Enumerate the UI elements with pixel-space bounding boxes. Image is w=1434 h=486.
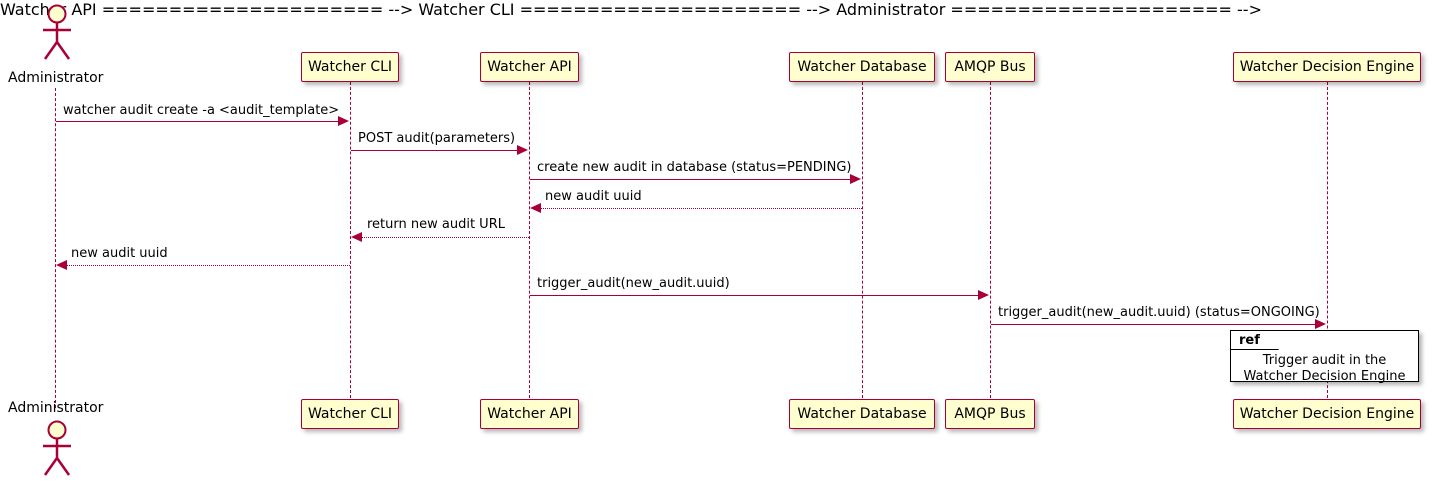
participant-label: Watcher CLI xyxy=(307,59,393,75)
message-label-m5: return new audit URL xyxy=(367,217,505,232)
participant-label: Watcher Database xyxy=(797,406,927,422)
message-label-m4: new audit uuid xyxy=(545,189,642,204)
lifeline-amqp-bus xyxy=(990,82,991,398)
participant-watcher-api-bottom[interactable]: Watcher API xyxy=(480,399,579,429)
message-label-m7: trigger_audit(new_audit.uuid) xyxy=(537,276,730,291)
participant-amqp-bus-bottom[interactable]: AMQP Bus xyxy=(945,399,1035,429)
message-line-m8 xyxy=(991,324,1316,325)
participant-label: Watcher API xyxy=(487,59,572,75)
actor-label-administrator-bottom: Administrator xyxy=(8,400,104,416)
participant-watcher-api-top[interactable]: Watcher API xyxy=(480,52,579,82)
participant-label: AMQP Bus xyxy=(954,406,1026,422)
participant-watcher-cli-top[interactable]: Watcher CLI xyxy=(301,52,399,82)
participant-watcher-decision-engine-bottom[interactable]: Watcher Decision Engine xyxy=(1233,399,1421,429)
lifeline-watcher-database xyxy=(862,82,863,398)
actor-stick-figure-icon xyxy=(43,420,71,476)
ref-fragment-tag: ref xyxy=(1239,332,1260,348)
participant-watcher-cli-bottom[interactable]: Watcher CLI xyxy=(301,399,399,429)
participant-amqp-bus-top[interactable]: AMQP Bus xyxy=(945,52,1035,82)
message-arrowhead-m6 xyxy=(56,260,67,270)
actor-label-administrator-top: Administrator xyxy=(8,70,104,86)
lifeline-watcher-cli xyxy=(350,82,351,398)
actor-stick-figure-icon xyxy=(43,4,71,60)
participant-label: Watcher Database xyxy=(797,59,927,75)
message-arrowhead-m7 xyxy=(978,290,989,300)
participant-label: Watcher Decision Engine xyxy=(1239,406,1415,422)
message-arrowhead-m5 xyxy=(351,232,362,242)
participant-label: AMQP Bus xyxy=(954,59,1026,75)
message-label-m1: watcher audit create -a <audit_template> xyxy=(63,103,340,118)
message-label-m2: POST audit(parameters) xyxy=(358,131,516,146)
message-label-m6: new audit uuid xyxy=(71,246,168,261)
ref-fragment-line1: Trigger audit in the xyxy=(1262,353,1387,368)
actor-administrator-top xyxy=(25,2,87,64)
message-line-m3 xyxy=(530,179,851,180)
message-line-m5 xyxy=(362,237,529,238)
message-line-m4 xyxy=(541,208,862,209)
message-label-m3: create new audit in database (status=PEN… xyxy=(537,160,852,175)
ref-fragment-tab: ref xyxy=(1231,331,1279,350)
message-arrowhead-m1 xyxy=(338,116,349,126)
message-line-m1 xyxy=(56,121,339,122)
participant-label: Watcher API xyxy=(487,406,572,422)
lifeline-watcher-api xyxy=(529,82,530,398)
message-line-m6 xyxy=(67,265,350,266)
message-label-m8: trigger_audit(new_audit.uuid) (status=ON… xyxy=(998,305,1320,320)
ref-fragment-body: Trigger audit in the Watcher Decision En… xyxy=(1231,351,1418,385)
message-line-m2 xyxy=(351,150,518,151)
participant-watcher-decision-engine-top[interactable]: Watcher Decision Engine xyxy=(1233,52,1421,82)
participant-watcher-database-top[interactable]: Watcher Database xyxy=(789,52,935,82)
message-arrowhead-m2 xyxy=(517,145,528,155)
message-arrowhead-m8 xyxy=(1315,319,1326,329)
participant-watcher-database-bottom[interactable]: Watcher Database xyxy=(789,399,935,429)
lifeline-administrator xyxy=(55,88,56,408)
message-arrowhead-m4 xyxy=(530,203,541,213)
participant-label: Watcher CLI xyxy=(307,406,393,422)
actor-administrator-bottom xyxy=(25,418,87,480)
ref-fragment-line2: Watcher Decision Engine xyxy=(1243,369,1406,384)
message-line-m7 xyxy=(530,295,979,296)
participant-label: Watcher Decision Engine xyxy=(1239,59,1415,75)
ref-fragment[interactable]: ref Trigger audit in the Watcher Decisio… xyxy=(1230,330,1419,385)
lifeline-watcher-decision-engine xyxy=(1327,82,1328,398)
message-arrowhead-m3 xyxy=(850,174,861,184)
